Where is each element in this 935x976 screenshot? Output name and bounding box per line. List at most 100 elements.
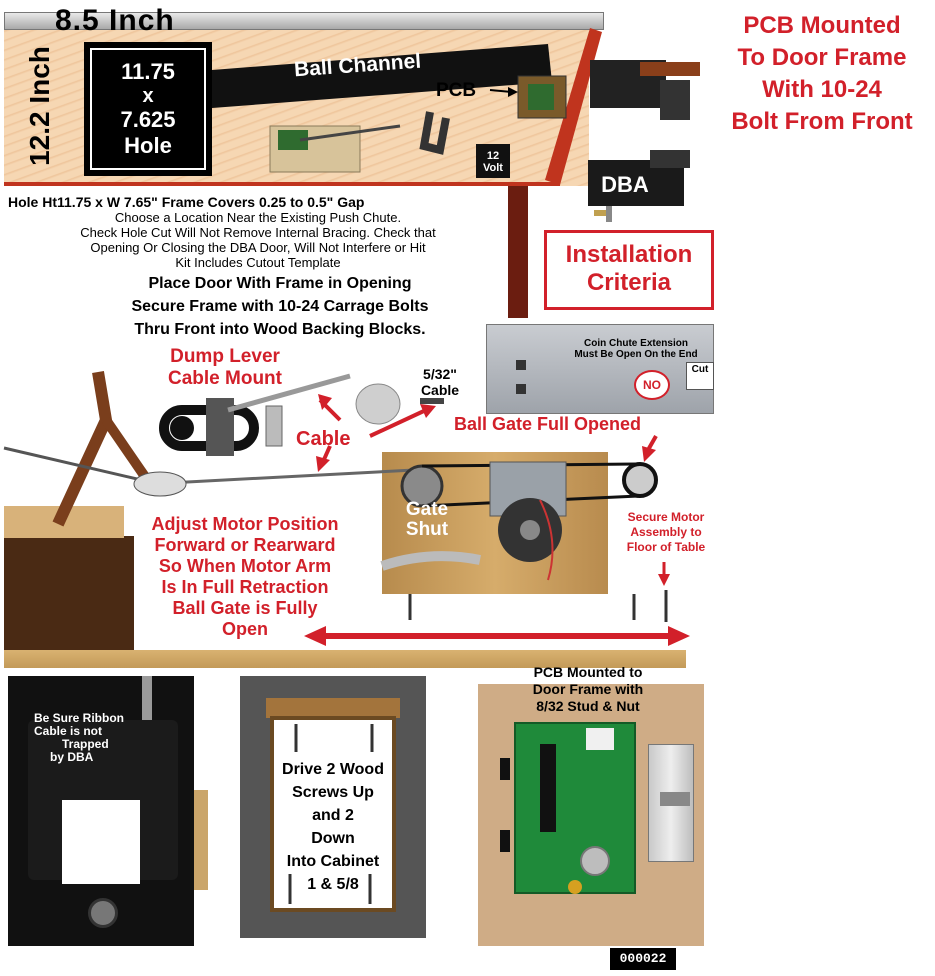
- volt-line-1: 12: [486, 150, 500, 162]
- hole-line-1: 11.75: [121, 59, 175, 84]
- coin-chute-photo: [486, 324, 714, 414]
- adjust-line-2: Forward or Rearward: [154, 535, 336, 555]
- hole-note-line-2: Choose a Location Near the Existing Push…: [114, 210, 402, 225]
- criteria-line-1: Installation: [565, 241, 693, 268]
- hole-note-line-5: Kit Includes Cutout Template: [175, 255, 341, 270]
- cable-end: [355, 383, 401, 425]
- twelve-volt-box: [476, 144, 510, 178]
- top-right-title: PCB Mounted To Door Frame With 10-24 Bol…: [712, 10, 932, 138]
- ribbon-line-1: Be Sure Ribbon: [34, 711, 125, 725]
- page-code: 000022: [610, 948, 676, 970]
- ball-channel-shape: [212, 44, 552, 108]
- secure-motor-line-1: Secure Motor: [627, 510, 705, 524]
- hole-line-3: 7.625: [120, 107, 176, 132]
- coin-chute-note: Coin Chute Extension Must Be Open On the…: [560, 338, 712, 360]
- wood-edge: [194, 790, 208, 890]
- cable-size-line-2: Cable: [420, 382, 460, 398]
- pcb-mount-line-3: 8/32 Stud & Nut: [536, 698, 640, 714]
- coin-note-line-1: Coin Chute Extension: [584, 338, 688, 349]
- screw-line-1: Drive 2 Wood: [282, 761, 384, 778]
- side-tab: [500, 758, 510, 780]
- screw-line-5: Into Cabinet: [286, 853, 380, 870]
- adjust-line-6: Open: [221, 619, 268, 639]
- pcb-board: [514, 722, 636, 894]
- secure-motor-line-3: Floor of Table: [626, 540, 706, 554]
- pcb-label: PCB: [436, 80, 477, 101]
- pcb-mount-line-1: PCB Mounted to: [533, 664, 643, 680]
- adjust-motor-label: Adjust Motor Position Forward or Rearwar…: [110, 514, 380, 640]
- cut-box: Cut: [686, 362, 714, 390]
- hole-note-line-3: Check Hole Cut Will Not Remove Internal …: [80, 225, 436, 240]
- hole-box-inner: 11.75 x 7.625 Hole: [92, 50, 204, 168]
- cable-size-line-1: 5/32": [423, 366, 457, 382]
- pcb-mount-title: PCB Mounted to Door Frame with 8/32 Stud…: [488, 664, 688, 715]
- secure-motor-line-2: Assembly to: [630, 525, 702, 539]
- table-floor-board: [4, 650, 686, 668]
- cabinet-leg: [508, 186, 528, 318]
- width-label: 8.5 Inch: [55, 4, 175, 37]
- door-frame-red: [545, 28, 602, 185]
- cable-label: Cable: [296, 428, 351, 450]
- ball-gate-label: Ball Gate Full Opened: [454, 414, 642, 434]
- dump-lever-line-2: Cable Mount: [168, 368, 282, 389]
- hole-note-line-1: Hole Ht11.75 x W 7.65" Frame Covers 0.25…: [8, 194, 365, 210]
- cabinet-floor: [4, 182, 560, 186]
- screw-size: 1 & 5/8: [307, 876, 359, 893]
- criteria-line-2: Criteria: [586, 269, 672, 296]
- adjust-line-4: Is In Full Retraction: [161, 577, 329, 597]
- installation-criteria-box: Installation Criteria: [544, 230, 714, 310]
- screw-line-3: and 2: [312, 807, 354, 824]
- title-line-1: PCB Mounted: [743, 12, 901, 39]
- pcb-chip: [540, 744, 556, 832]
- title-line-3: With 10-24: [762, 76, 882, 103]
- cabinet-top-rail: [4, 12, 604, 30]
- ribbon-line-4: by DBA: [50, 750, 94, 764]
- install-step-2: Secure Frame with 10-24 Carrage Bolts: [131, 298, 429, 315]
- adjust-line-1: Adjust Motor Position: [151, 514, 339, 534]
- title-line-4: Bolt From Front: [731, 108, 913, 135]
- pcb-connector: [586, 728, 614, 750]
- pcb-capacitor: [568, 880, 582, 894]
- install-steps: Place Door With Frame in Opening Secure …: [40, 272, 520, 341]
- screw-note: Drive 2 Wood Screws Up and 2 Down Into C…: [270, 758, 396, 896]
- hole-line-4: Hole: [124, 133, 172, 158]
- hole-note: Hole Ht11.75 x W 7.65" Frame Covers 0.25…: [8, 194, 508, 270]
- left-cabinet-block: [4, 536, 134, 650]
- cable-size-label: 5/32" Cable: [410, 366, 470, 398]
- gate-shut-line-2: Shut: [405, 519, 449, 540]
- volt-line-2: Volt: [483, 162, 503, 174]
- no-badge: NO: [634, 370, 670, 400]
- bracket-stud: [660, 792, 690, 806]
- ribbon-line-2: Cable is not: [34, 724, 103, 738]
- side-tab-2: [500, 830, 510, 852]
- screw-line-2: Screws Up: [292, 784, 374, 801]
- screw-line-4: Down: [311, 830, 355, 847]
- install-step-1: Place Door With Frame in Opening: [148, 275, 412, 292]
- hole-line-2: x: [142, 85, 154, 107]
- coin-note-line-2: Must Be Open On the End: [574, 349, 698, 360]
- pcb-mount-line-2: Door Frame with: [532, 681, 644, 697]
- title-line-2: To Door Frame: [737, 44, 907, 71]
- coin-chute-slot-2: [516, 384, 526, 394]
- dba-window: [62, 800, 140, 884]
- coin-chute-slot: [516, 360, 526, 370]
- adjust-line-3: So When Motor Arm: [158, 556, 332, 576]
- pcb-battery: [580, 846, 610, 876]
- gate-shut-line-1: Gate: [405, 499, 449, 520]
- gate-shut-label: Gate Shut: [392, 500, 462, 540]
- dump-lever-label: Dump Lever Cable Mount: [140, 346, 310, 390]
- adjust-line-5: Ball Gate is Fully: [172, 598, 318, 618]
- hole-note-line-4: Opening Or Closing the DBA Door, Will No…: [90, 240, 426, 255]
- install-step-3: Thru Front into Wood Backing Blocks.: [134, 321, 426, 338]
- frame-wood-top: [266, 698, 400, 718]
- ribbon-line-3: Trapped: [62, 737, 109, 751]
- ribbon-note: Be Sure Ribbon Cable is not Trapped by D…: [34, 712, 174, 764]
- twelve-volt-label: 12 Volt: [476, 150, 510, 174]
- dba-label: DBA: [601, 172, 649, 197]
- secure-motor-label: Secure Motor Assembly to Floor of Table: [606, 510, 726, 555]
- lock-knob: [88, 898, 118, 928]
- dump-lever-line-1: Dump Lever: [170, 346, 280, 367]
